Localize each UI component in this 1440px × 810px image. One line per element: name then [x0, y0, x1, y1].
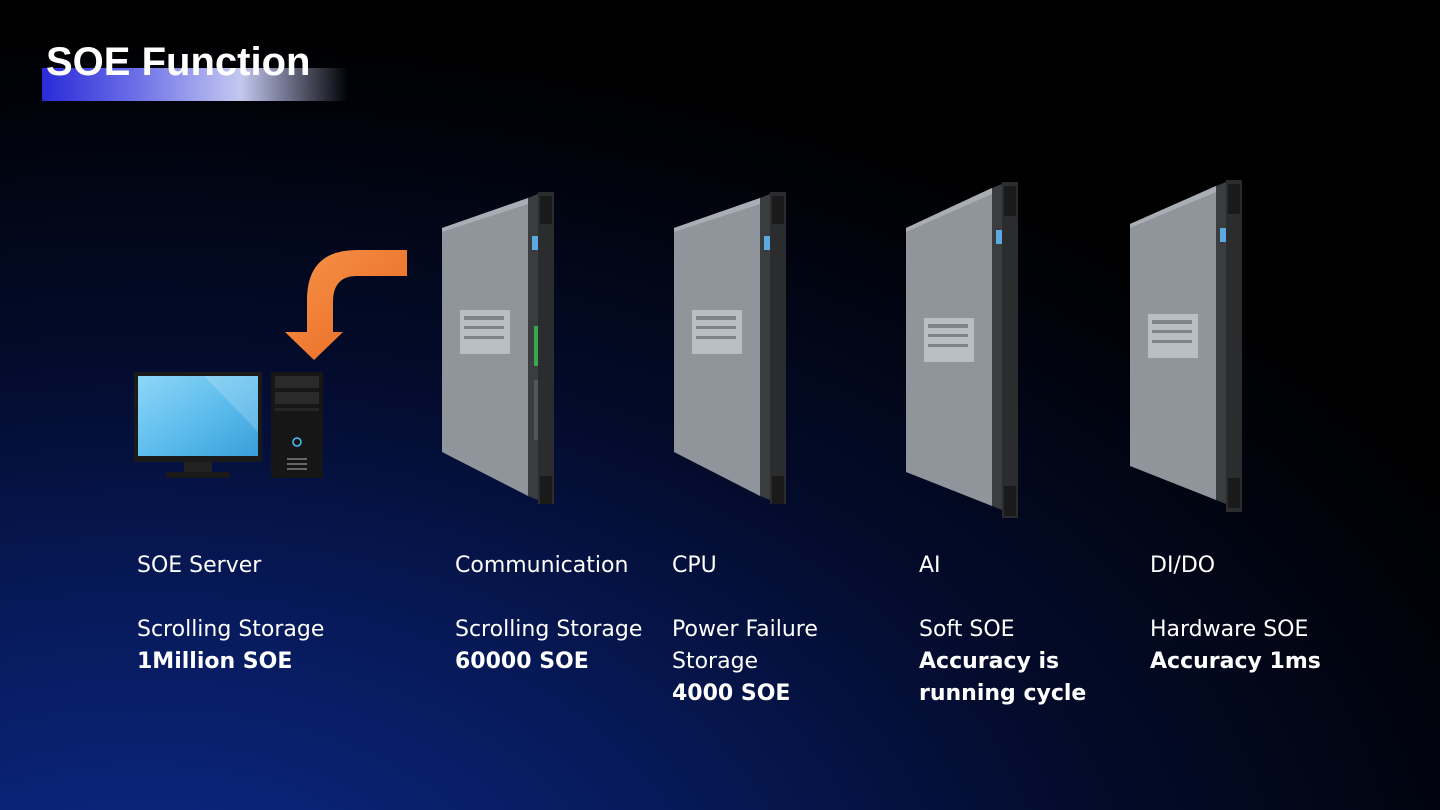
column-value: running cycle	[919, 681, 1087, 706]
column-line: Power Failure	[672, 617, 818, 642]
column-ai: AI Soft SOE Accuracy is running cycle	[919, 550, 1086, 710]
column-value: Accuracy 1ms	[1150, 649, 1321, 674]
dido-module-icon	[1130, 180, 1242, 512]
title-underline-band	[42, 68, 348, 101]
upload-arrow-icon	[285, 250, 407, 360]
column-heading: SOE Server	[137, 553, 262, 578]
column-cpu: CPU Power Failure Storage 4000 SOE	[672, 550, 818, 710]
column-line: Scrolling Storage	[455, 617, 643, 642]
column-value: 4000 SOE	[672, 681, 791, 706]
column-heading: AI	[919, 553, 941, 578]
title-block: SOE Function	[42, 38, 352, 102]
column-value: 60000 SOE	[455, 649, 589, 674]
column-soe-server: SOE Server Scrolling Storage 1Million SO…	[137, 550, 324, 678]
column-line: Storage	[672, 649, 759, 674]
column-dido: DI/DO Hardware SOE Accuracy 1ms	[1150, 550, 1321, 678]
column-line: Scrolling Storage	[137, 617, 325, 642]
communication-module-icon	[442, 192, 554, 504]
column-communication: Communication Scrolling Storage 60000 SO…	[455, 550, 642, 678]
column-value: Accuracy is	[919, 649, 1060, 674]
monitor-icon	[134, 372, 262, 478]
ai-module-icon	[906, 182, 1018, 518]
page-title: SOE Function	[46, 40, 311, 84]
computer-tower-icon	[271, 372, 323, 478]
column-heading: Communication	[455, 553, 629, 578]
cpu-module-icon	[674, 192, 786, 504]
column-line: Soft SOE	[919, 617, 1015, 642]
column-heading: CPU	[672, 553, 717, 578]
column-value: 1Million SOE	[137, 649, 293, 674]
column-heading: DI/DO	[1150, 553, 1216, 578]
column-line: Hardware SOE	[1150, 617, 1309, 642]
